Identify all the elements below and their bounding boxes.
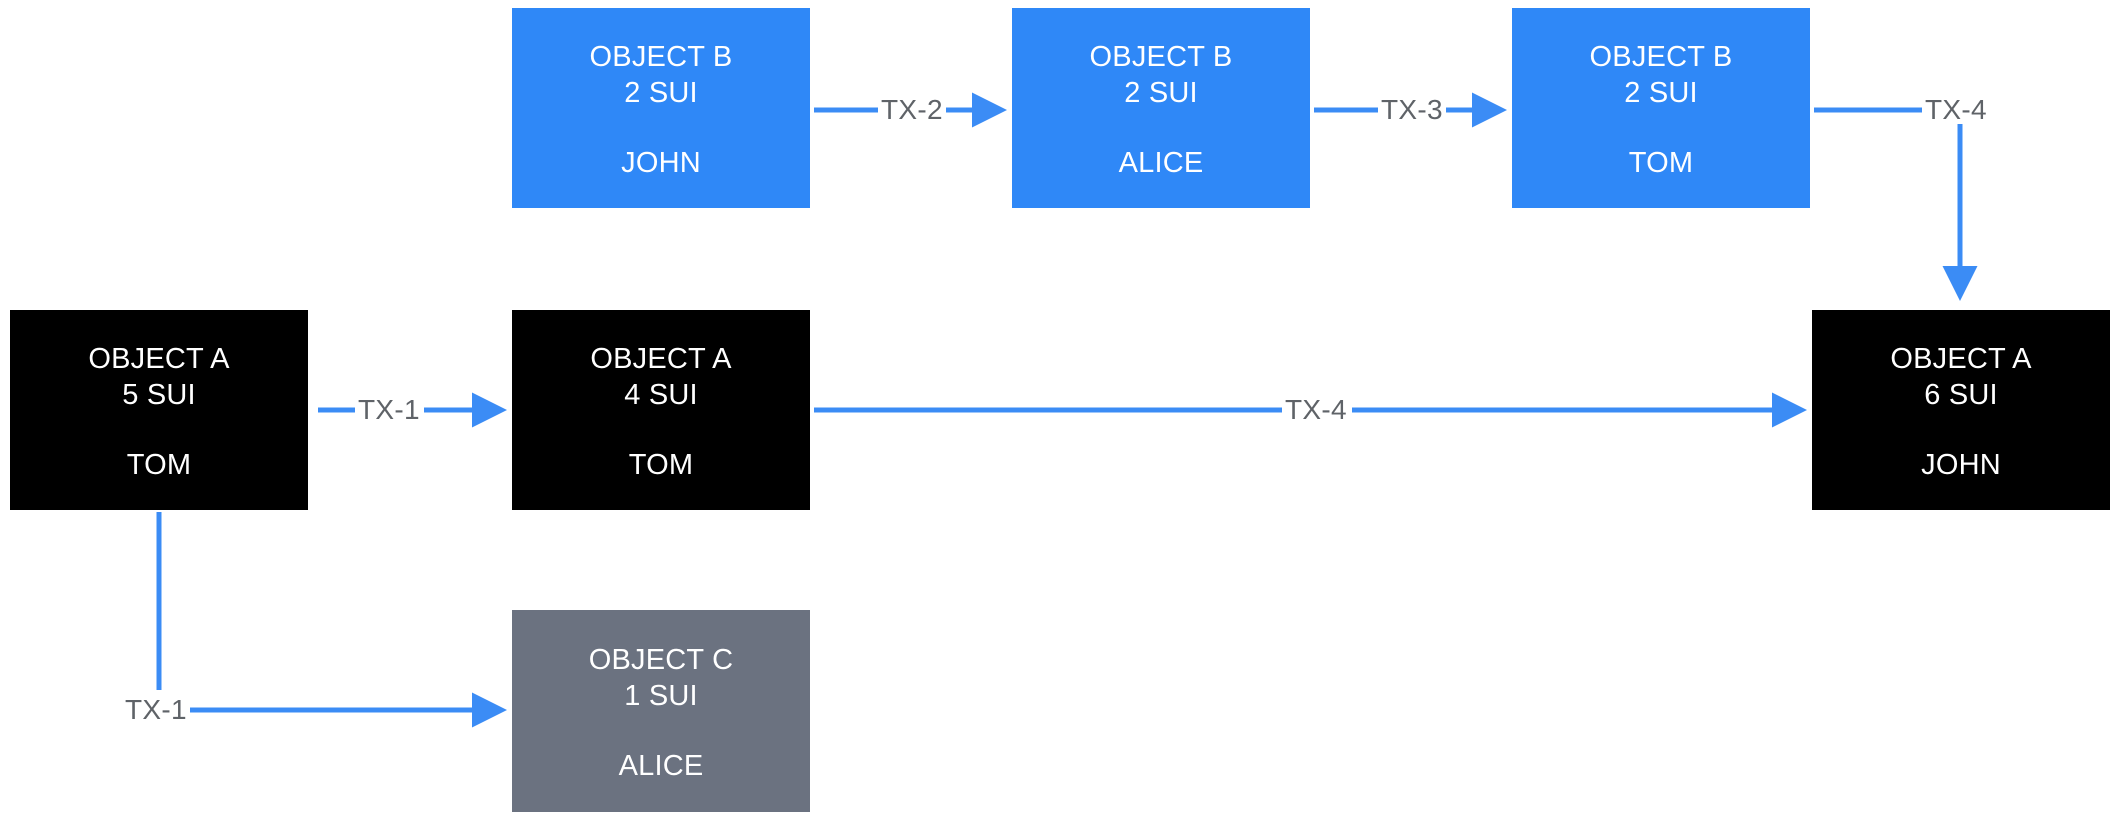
node-owner: ALICE [1118,147,1204,179]
node-object-b-tom[interactable]: OBJECT B 2 SUI TOM [1512,8,1810,208]
node-title: OBJECT A [590,343,732,375]
node-amount: 2 SUI [624,77,698,109]
node-title: OBJECT B [589,41,733,73]
node-title: OBJECT A [1890,343,2032,375]
node-owner: TOM [628,449,694,481]
node-title: OBJECT B [1589,41,1733,73]
node-owner: TOM [1628,147,1694,179]
node-title: OBJECT A [88,343,230,375]
edge-label-tx-3: TX-3 [1378,96,1446,124]
node-amount: 1 SUI [624,680,698,712]
edge-tx-4-down [1814,107,1978,301]
node-amount: 2 SUI [1124,77,1198,109]
node-object-a-tom-4sui[interactable]: OBJECT A 4 SUI TOM [512,310,810,510]
node-title: OBJECT C [588,644,734,676]
edge-label-tx-4-right: TX-4 [1282,396,1350,424]
node-object-b-john[interactable]: OBJECT B 2 SUI JOHN [512,8,810,208]
edge-label-tx-1-split: TX-1 [122,696,190,724]
node-object-b-alice[interactable]: OBJECT B 2 SUI ALICE [1012,8,1310,208]
node-amount: 2 SUI [1624,77,1698,109]
node-amount: 4 SUI [624,379,698,411]
node-owner: JOHN [621,147,701,179]
node-object-a-tom-5sui[interactable]: OBJECT A 5 SUI TOM [10,310,308,510]
node-object-c-alice[interactable]: OBJECT C 1 SUI ALICE [512,610,810,812]
edge-label-tx-4-down: TX-4 [1922,96,1990,124]
node-object-a-john-6sui[interactable]: OBJECT A 6 SUI JOHN [1812,310,2110,510]
node-amount: 6 SUI [1924,379,1998,411]
edge-tx-1-split [156,512,507,728]
edge-label-tx-2: TX-2 [878,96,946,124]
node-amount: 5 SUI [122,379,196,411]
node-owner: TOM [126,449,192,481]
edge-label-tx-1-main: TX-1 [355,396,423,424]
node-owner: JOHN [1921,449,2001,481]
node-owner: ALICE [618,750,704,782]
node-title: OBJECT B [1089,41,1233,73]
